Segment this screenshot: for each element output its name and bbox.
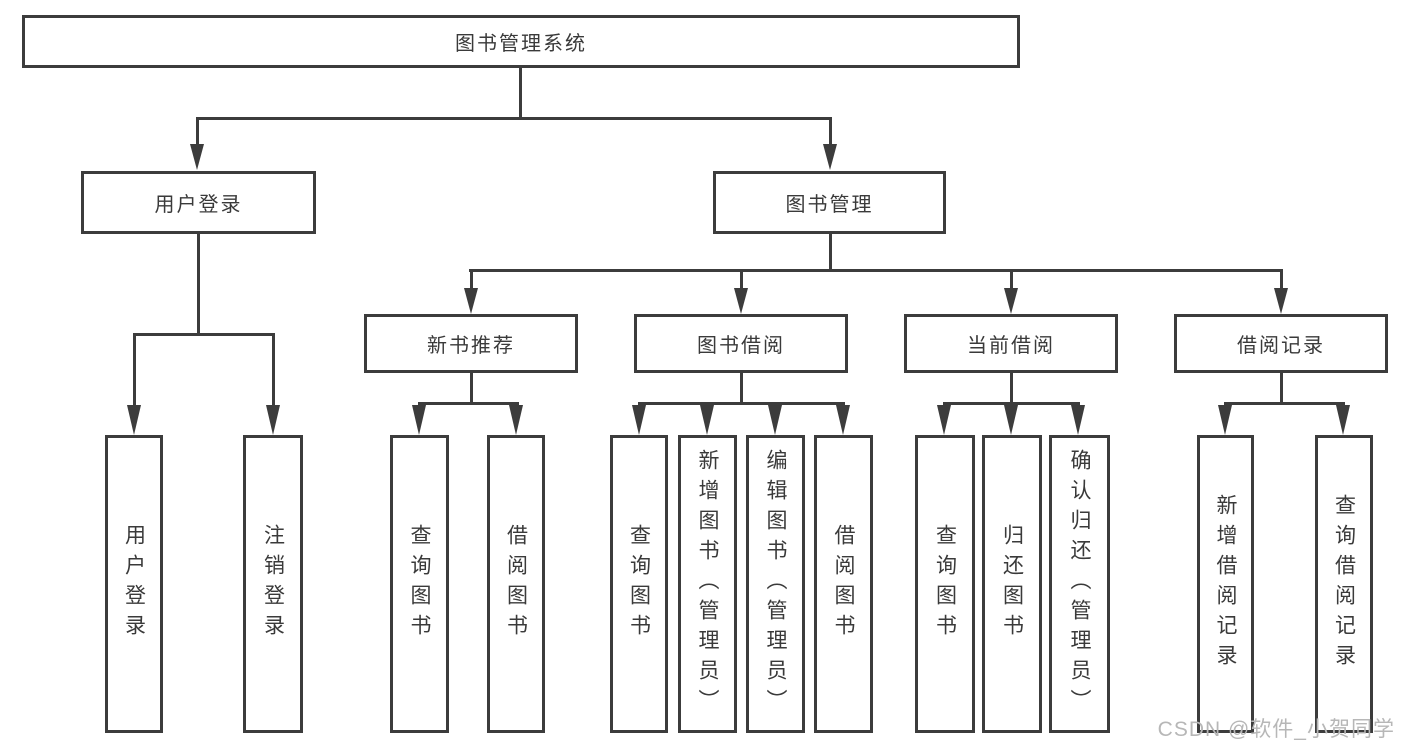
leaf-add-borrow-record-label: 新增借阅记录 (1214, 494, 1237, 674)
connector-line (133, 333, 275, 336)
arrowhead-down (768, 405, 782, 435)
leaf-logout: 注销登录 (243, 435, 303, 733)
leaf-logout-label: 注销登录 (261, 524, 285, 644)
arrowhead-down (412, 405, 426, 435)
leaf-query-book-current-label: 查询图书 (933, 524, 957, 644)
arrowhead-down (1004, 288, 1018, 314)
leaf-query-borrow-record-label: 查询借阅记录 (1332, 494, 1356, 674)
leaf-return-book-label: 归还图书 (1000, 524, 1024, 644)
arrowhead-down (1336, 405, 1350, 435)
arrowhead-down (1004, 405, 1018, 435)
arrowhead-down (509, 405, 523, 435)
connector-line (829, 119, 832, 146)
node-current-borrow-label: 当前借阅 (967, 335, 1055, 357)
csdn-watermark: CSDN @软件_小贺同学 (1157, 718, 1395, 741)
node-book-borrow: 图书借阅 (634, 314, 848, 373)
leaf-user-login-label: 用户登录 (122, 524, 146, 644)
node-current-borrow: 当前借阅 (904, 314, 1118, 373)
node-book-management: 图书管理 (713, 171, 946, 234)
connector-line (1280, 371, 1283, 404)
arrowhead-down (266, 405, 280, 435)
leaf-query-book-recommend: 查询图书 (390, 435, 449, 733)
connector-line (638, 402, 845, 405)
connector-line (829, 232, 832, 272)
leaf-borrow-book-label: 借阅图书 (832, 524, 855, 644)
connector-line (740, 371, 743, 404)
leaf-edit-book-admin: 编辑图书（管理员） (746, 435, 805, 733)
connector-line (197, 232, 200, 335)
connector-line (740, 271, 743, 289)
leaf-query-book-current: 查询图书 (915, 435, 975, 733)
connector-line (519, 66, 522, 119)
leaf-user-login: 用户登录 (105, 435, 163, 733)
leaf-add-book-admin: 新增图书（管理员） (678, 435, 737, 733)
leaf-confirm-return-admin-label: 确认归还（管理员） (1068, 449, 1091, 719)
leaf-add-book-admin-label: 新增图书（管理员） (696, 449, 719, 719)
node-new-book-recommend-label: 新书推荐 (427, 335, 515, 357)
arrowhead-down (1071, 405, 1085, 435)
arrowhead-down (190, 144, 204, 170)
arrowhead-down (937, 405, 951, 435)
connector-line (133, 335, 136, 407)
node-book-borrow-label: 图书借阅 (697, 335, 785, 357)
connector-line (1010, 271, 1013, 289)
arrowhead-down (1218, 405, 1232, 435)
arrowhead-down (823, 144, 837, 170)
arrowhead-down (127, 405, 141, 435)
arrowhead-down (836, 405, 850, 435)
connector-line (470, 371, 473, 404)
arrowhead-down (734, 288, 748, 314)
leaf-borrow-book-recommend-label: 借阅图书 (504, 524, 528, 644)
leaf-borrow-book-recommend: 借阅图书 (487, 435, 545, 733)
arrowhead-down (632, 405, 646, 435)
node-user-login-label: 用户登录 (154, 194, 243, 216)
node-new-book-recommend: 新书推荐 (364, 314, 578, 373)
connector-line (943, 402, 1080, 405)
connector-line (196, 117, 832, 120)
leaf-query-book-recommend-label: 查询图书 (408, 524, 431, 644)
node-root-label: 图书管理系统 (455, 33, 587, 55)
leaf-query-book-borrow: 查询图书 (610, 435, 668, 733)
leaf-query-borrow-record: 查询借阅记录 (1315, 435, 1373, 733)
leaf-add-borrow-record: 新增借阅记录 (1197, 435, 1254, 733)
node-user-login: 用户登录 (81, 171, 316, 234)
node-borrow-records-label: 借阅记录 (1237, 335, 1325, 357)
arrowhead-down (464, 288, 478, 314)
node-borrow-records: 借阅记录 (1174, 314, 1388, 373)
leaf-query-book-borrow-label: 查询图书 (627, 524, 651, 644)
connector-line (1010, 371, 1013, 404)
connector-line (196, 119, 199, 146)
leaf-confirm-return-admin: 确认归还（管理员） (1049, 435, 1110, 733)
connector-line (272, 335, 275, 407)
node-root: 图书管理系统 (22, 15, 1020, 68)
node-book-management-label: 图书管理 (785, 194, 874, 216)
arrowhead-down (700, 405, 714, 435)
leaf-borrow-book: 借阅图书 (814, 435, 873, 733)
leaf-edit-book-admin-label: 编辑图书（管理员） (764, 449, 787, 719)
connector-line (470, 271, 473, 289)
arrowhead-down (1274, 288, 1288, 314)
connector-line (1224, 402, 1345, 405)
leaf-return-book: 归还图书 (982, 435, 1042, 733)
connector-line (469, 269, 1283, 272)
connector-line (1280, 271, 1283, 289)
connector-line (418, 402, 519, 405)
